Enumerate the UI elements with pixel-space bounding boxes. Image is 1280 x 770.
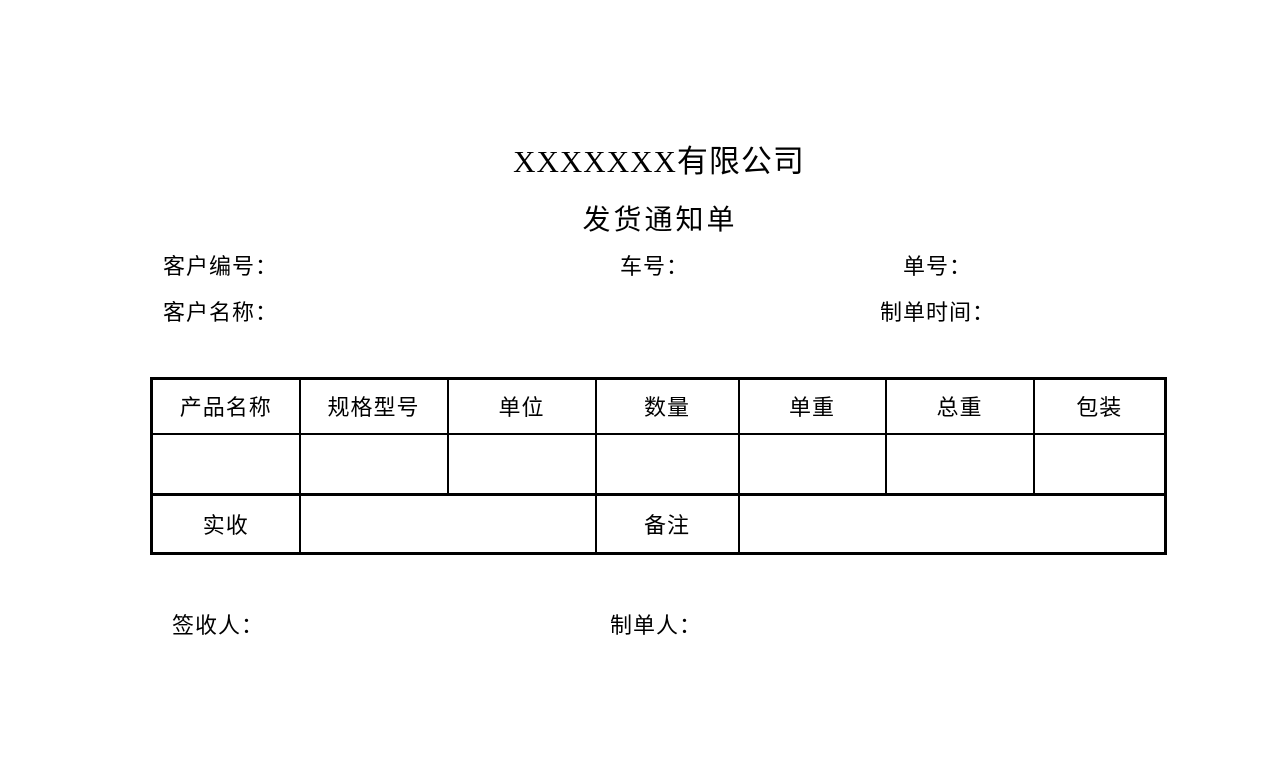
table-row <box>150 432 1167 496</box>
company-title: XXXXXXX有限公司 <box>513 144 805 179</box>
items-table: 产品名称 规格型号 单位 数量 单重 总重 包装 实收 备注 <box>150 377 1167 555</box>
cell-quantity <box>594 432 740 496</box>
header-unit-weight: 单重 <box>737 377 887 435</box>
remarks-label: 备注 <box>594 493 740 555</box>
cell-packaging <box>1032 432 1167 496</box>
received-label: 实收 <box>150 493 301 555</box>
header-packaging: 包装 <box>1032 377 1167 435</box>
customer-code-label: 客户编号： <box>163 254 279 279</box>
table-footer-row: 实收 备注 <box>150 493 1167 555</box>
form-title: 发货通知单 <box>582 205 738 236</box>
cell-spec-model <box>298 432 449 496</box>
customer-name-label: 客户名称： <box>163 300 279 325</box>
remarks-value-cell <box>737 493 1167 555</box>
table-header-row: 产品名称 规格型号 单位 数量 单重 总重 包装 <box>150 377 1167 435</box>
cell-unit <box>446 432 597 496</box>
cell-unit-weight <box>737 432 887 496</box>
cell-total-weight <box>884 432 1035 496</box>
vehicle-number-label: 车号： <box>620 254 690 279</box>
order-number-label: 单号： <box>903 254 973 279</box>
header-unit: 单位 <box>446 377 597 435</box>
header-total-weight: 总重 <box>884 377 1035 435</box>
cell-product-name <box>150 432 301 496</box>
header-quantity: 数量 <box>594 377 740 435</box>
preparer-label: 制单人： <box>610 613 703 638</box>
received-value-cell <box>298 493 597 555</box>
receiver-sign-label: 签收人： <box>172 613 265 638</box>
header-spec-model: 规格型号 <box>298 377 449 435</box>
created-time-label: 制单时间： <box>880 300 996 325</box>
header-product-name: 产品名称 <box>150 377 301 435</box>
